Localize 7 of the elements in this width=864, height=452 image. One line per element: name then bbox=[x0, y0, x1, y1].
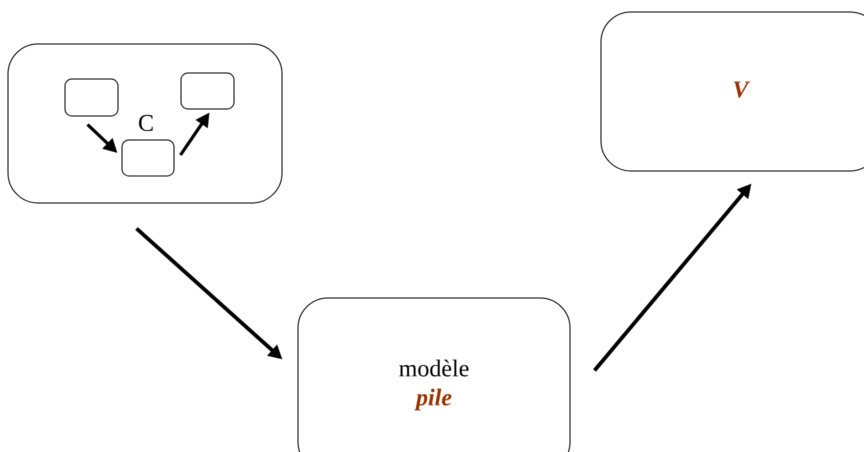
rounded-box bbox=[8, 44, 282, 204]
inner-box bbox=[180, 72, 234, 110]
rounded-box: V bbox=[600, 12, 864, 172]
letter-label: C bbox=[139, 114, 153, 132]
inner-box bbox=[122, 140, 174, 176]
rounded-box: modèle pile bbox=[298, 297, 570, 452]
inner-box bbox=[64, 78, 119, 116]
